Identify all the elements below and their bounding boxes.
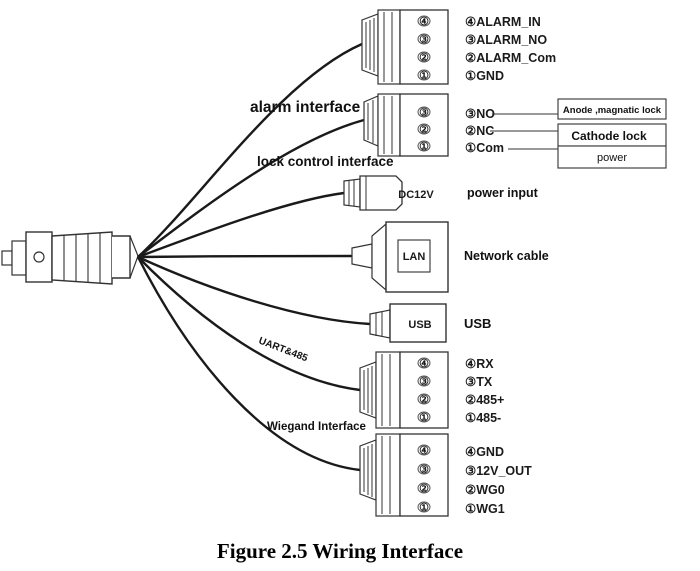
anode-magnetic-lock-box: Anode ,magnatic lock — [563, 105, 662, 116]
cathode-lock-box: Cathode lock — [571, 129, 647, 143]
alarm-terminal-block: ④ ③ ② ① — [361, 9, 449, 85]
uart485-terminal-block: ④ ③ ② ① — [359, 351, 449, 429]
uart485-label: UART&485 — [257, 336, 310, 365]
usb-cable-label: USB — [464, 316, 491, 331]
wiegand-pin-name-4: ④GND — [465, 445, 504, 459]
wire-lock — [137, 118, 365, 258]
lan-label: LAN — [403, 251, 426, 263]
uart-pin-name-3: ③TX — [465, 375, 493, 389]
lan-connector: LAN — [351, 221, 449, 293]
wire-uart — [137, 256, 361, 392]
wiegand-interface-label: Wiegand Interface — [267, 421, 366, 433]
wire-alarm — [137, 42, 363, 258]
alarm-pin-3: ③ — [419, 34, 429, 46]
alarm-pin-name-3: ③ALARM_NO — [465, 33, 547, 47]
wire-lan — [137, 254, 353, 259]
wiegand-pin-3: ③ — [419, 464, 429, 476]
lock-pin-name-2: ②NC — [465, 124, 494, 138]
lock-control-interface-label: lock control interface — [257, 154, 394, 169]
wiegand-pin-4: ④ — [419, 445, 429, 457]
main-cable-connector — [1, 231, 139, 285]
uart-pin-name-1: ①485- — [465, 411, 501, 425]
uart-pin-2: ② — [419, 394, 429, 406]
wiegand-terminal-block: ④ ③ ② ① — [359, 433, 449, 517]
alarm-pin-1: ① — [419, 70, 429, 82]
alarm-interface-label: alarm interface — [250, 99, 361, 116]
alarm-pin-name-2: ②ALARM_Com — [465, 51, 556, 65]
wire-usb — [137, 255, 371, 326]
lock-pin-2: ② — [419, 124, 429, 136]
lock-wiring-boxes: Anode ,magnatic lock Cathode lock power — [557, 98, 667, 169]
lock-terminal-block: ③ ② ① — [363, 93, 449, 157]
power-input-label: power input — [467, 186, 539, 200]
network-cable-label: Network cable — [464, 249, 549, 263]
lock-pin-name-1: ①Com — [465, 141, 504, 155]
dc12v-label: DC12V — [398, 189, 434, 201]
dc12v-connector: DC12V — [343, 175, 434, 211]
lock-pin-1: ① — [419, 141, 429, 153]
wiegand-pin-1: ① — [419, 502, 429, 514]
usb-connector: USB — [369, 303, 447, 343]
lock-pin-name-3: ③NO — [465, 107, 495, 121]
power-box: power — [597, 152, 627, 164]
uart-pin-name-4: ④RX — [465, 357, 494, 371]
uart-pin-name-2: ②485+ — [465, 393, 504, 407]
wiegand-pin-2: ② — [419, 483, 429, 495]
lock-leader-lines — [490, 113, 558, 150]
wiegand-pin-name-1: ①WG1 — [465, 502, 505, 516]
uart-pin-4: ④ — [419, 358, 429, 370]
figure-caption: Figure 2.5 Wiring Interface — [217, 539, 463, 563]
usb-label: USB — [408, 319, 431, 331]
alarm-pin-4: ④ — [419, 16, 429, 28]
alarm-pin-2: ② — [419, 52, 429, 64]
wire-power — [137, 191, 345, 259]
alarm-pin-name-4: ④ALARM_IN — [465, 15, 541, 29]
uart-pin-1: ① — [419, 412, 429, 424]
lock-pin-3: ③ — [419, 107, 429, 119]
alarm-pin-name-1: ①GND — [465, 69, 504, 83]
uart-pin-3: ③ — [419, 376, 429, 388]
wire-wiegand — [136, 256, 361, 472]
wires — [136, 42, 371, 472]
wiegand-pin-name-2: ②WG0 — [465, 483, 505, 497]
wiegand-pin-name-3: ③12V_OUT — [465, 464, 532, 478]
